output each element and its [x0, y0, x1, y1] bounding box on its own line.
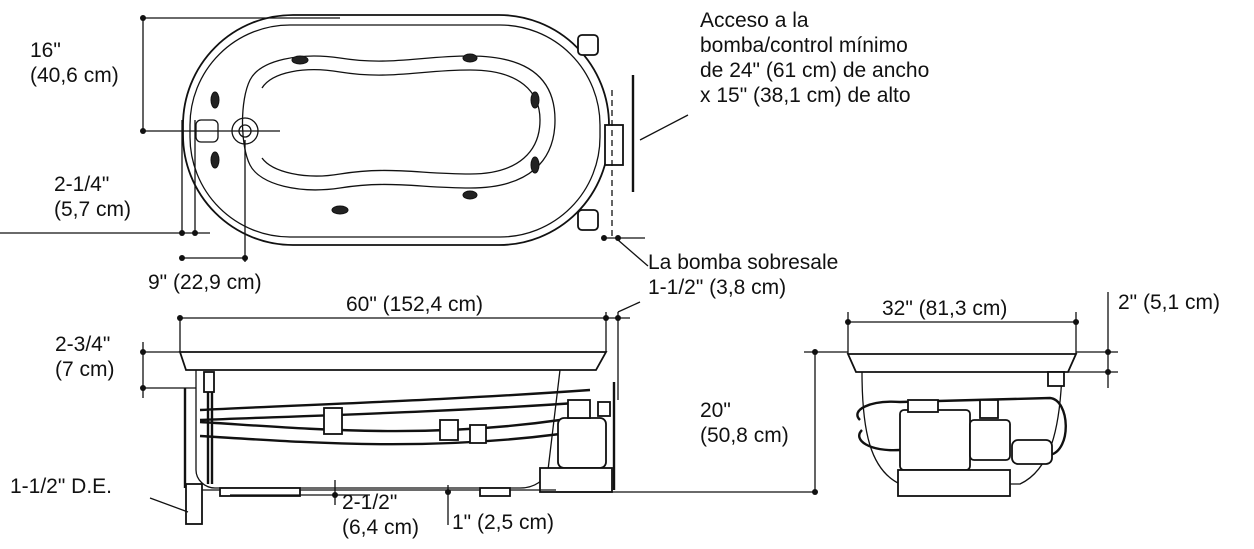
tub-basin-inner [261, 69, 541, 177]
end-view [804, 292, 1118, 497]
end-pump-motor [899, 409, 971, 471]
dim-2-1-4-label: 2-1/4"(5,7 cm) [54, 173, 132, 221]
de-leader [149, 497, 189, 513]
dim-2-3-4-label: 2-3/4"(7 cm) [55, 333, 115, 381]
whirlpool-jets [210, 53, 540, 215]
dim-9-label: 9" (22,9 cm) [148, 271, 262, 294]
end-pump-housing [969, 419, 1011, 461]
side-pump-base [539, 467, 613, 493]
tub-outer-rim [182, 14, 610, 246]
dim-60-label: 60" (152,4 cm) [346, 293, 484, 316]
side-pump-top [567, 399, 591, 419]
pump-leader [617, 239, 649, 267]
top-view [0, 14, 689, 267]
dim-2-1-2-label: 2-1/2"(6,4 cm) [342, 491, 420, 539]
side-view [140, 301, 815, 525]
side-jet-3 [469, 424, 487, 444]
end-pump-fitting [1011, 439, 1053, 465]
corner-handle-bottom [577, 209, 599, 231]
dim-32-label: 32" (81,3 cm) [882, 297, 1008, 320]
dim-1-label: 1" (2,5 cm) [452, 511, 554, 534]
side-rim [178, 351, 608, 371]
side-basin [195, 369, 561, 489]
dim-2-label: 2" (5,1 cm) [1118, 291, 1220, 314]
side-pump-motor [557, 417, 607, 469]
end-pump-cap [979, 399, 999, 419]
dim-16-label: 16"(40,6 cm) [30, 39, 119, 87]
side-jet-1 [323, 407, 343, 435]
tub-basin [241, 55, 556, 191]
end-pipe-loop [856, 396, 1067, 457]
side-pump-fitting [597, 401, 611, 417]
corner-handle-top [577, 34, 599, 56]
side-pipe-upper [199, 388, 591, 422]
end-rim-fitting [1047, 371, 1065, 387]
end-pump-top [907, 399, 939, 413]
dim-20-label: 20"(50,8 cm) [700, 399, 789, 447]
side-jet-2 [439, 419, 459, 441]
access-leader [639, 114, 689, 141]
drain-pipe [185, 483, 203, 525]
drain-od-label: 1-1/2" D.E. [10, 475, 112, 498]
side-pipe [199, 418, 561, 446]
end-pump-base [897, 469, 1011, 497]
end-rim [846, 353, 1078, 373]
overflow-side [203, 371, 215, 393]
pump-outline-top [604, 124, 624, 166]
